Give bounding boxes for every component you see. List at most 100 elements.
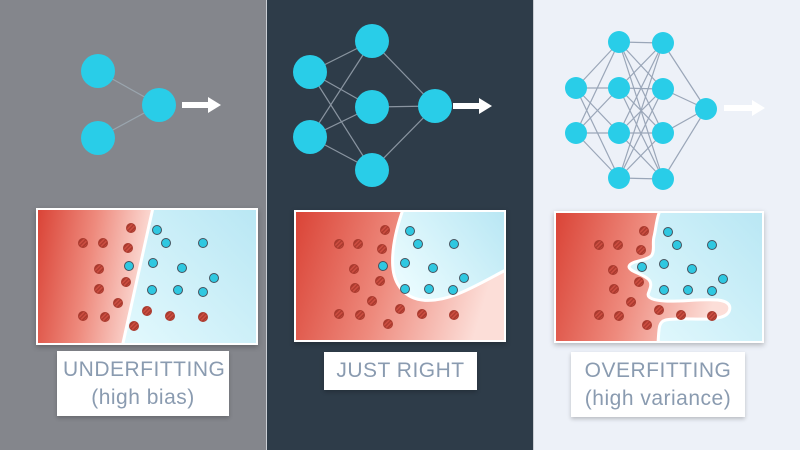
red-data-point: [349, 283, 360, 294]
network-edge: [575, 132, 620, 179]
blue-data-point: [377, 260, 388, 271]
red-data-point: [382, 318, 393, 329]
blue-data-point: [152, 224, 163, 235]
network-edge: [371, 105, 436, 108]
blue-data-point: [636, 261, 647, 272]
network-node: [293, 120, 327, 154]
red-data-point: [334, 238, 345, 249]
network-edge: [309, 136, 373, 171]
network-edge: [309, 71, 373, 108]
scatter-plot-just-right: [294, 210, 506, 342]
caption-box-just-right: JUST RIGHT: [324, 352, 477, 390]
panel-underfitting: UNDERFITTING (high bias): [0, 0, 266, 450]
network-edge: [575, 41, 620, 89]
blue-data-point: [198, 237, 209, 248]
red-data-point: [636, 244, 647, 255]
blue-data-point: [659, 259, 670, 270]
blue-data-point: [428, 263, 439, 274]
blue-data-point: [404, 225, 415, 236]
red-data-point: [93, 263, 104, 274]
red-data-point: [99, 312, 110, 323]
red-data-point: [334, 309, 345, 320]
network-edge: [309, 40, 373, 138]
decision-boundary-line: [123, 210, 152, 343]
blue-data-point: [399, 283, 410, 294]
caption-title: OVERFITTING: [584, 359, 732, 382]
blue-data-point: [658, 284, 669, 295]
red-data-point: [123, 243, 134, 254]
red-data-point: [608, 264, 619, 275]
network-edge: [97, 104, 160, 139]
network-edge: [618, 132, 664, 179]
red-data-point: [641, 319, 652, 330]
network-edge: [618, 88, 664, 134]
network-edge: [662, 42, 707, 110]
network-edge: [618, 177, 664, 180]
red-data-point: [633, 276, 644, 287]
network-edge: [575, 87, 620, 134]
red-data-point: [448, 310, 459, 321]
network-edge: [309, 106, 373, 138]
network-node: [355, 90, 389, 124]
red-data-point: [126, 223, 137, 234]
red-data-point: [112, 297, 123, 308]
network-node: [81, 54, 115, 88]
arrow-head-icon: [752, 100, 765, 116]
network-edge: [618, 88, 664, 179]
blue-data-point: [209, 273, 220, 284]
red-data-point: [129, 321, 140, 332]
red-data-point: [614, 311, 625, 322]
blue-data-point: [687, 264, 698, 275]
network-node: [565, 122, 587, 144]
scatter-plot-overfitting: [554, 211, 764, 343]
panel-just-right: JUST RIGHT: [266, 0, 533, 450]
red-data-point: [653, 305, 664, 316]
blue-data-point: [147, 258, 158, 269]
red-data-point: [353, 238, 364, 249]
network-node: [142, 88, 176, 122]
network-edge: [618, 87, 664, 90]
network-node: [652, 32, 674, 54]
network-edge: [618, 41, 664, 134]
network-edge: [618, 132, 664, 180]
blue-data-point: [707, 239, 718, 250]
red-data-point: [609, 284, 620, 295]
network-node: [608, 77, 630, 99]
red-data-point: [366, 296, 377, 307]
panel-overfitting: OVERFITTING (high variance): [533, 0, 800, 450]
red-data-point: [349, 263, 360, 274]
network-node: [565, 77, 587, 99]
network-node: [608, 167, 630, 189]
red-data-point: [78, 237, 89, 248]
blue-data-point: [706, 286, 717, 297]
network-edge: [371, 105, 436, 171]
blue-data-point: [671, 239, 682, 250]
red-data-point: [354, 310, 365, 321]
red-data-point: [626, 297, 637, 308]
blue-data-point: [459, 272, 470, 283]
red-data-point: [639, 225, 650, 236]
scatter-plot-underfitting: [36, 208, 258, 345]
arrow-head-icon: [208, 97, 221, 113]
network-edge: [618, 41, 664, 180]
network-edge: [618, 41, 664, 44]
caption-subtitle: (high variance): [584, 386, 732, 410]
red-data-point: [120, 276, 131, 287]
network-edge: [662, 88, 707, 110]
red-data-point: [376, 243, 387, 254]
blue-data-point: [412, 238, 423, 249]
red-data-point: [612, 239, 623, 250]
decision-boundary-curved: [296, 212, 504, 340]
blue-data-point: [424, 283, 435, 294]
blue-data-point: [147, 284, 157, 295]
red-data-point: [593, 310, 604, 321]
red-data-point: [141, 305, 152, 316]
network-node: [652, 122, 674, 144]
caption-box-overfitting: OVERFITTING (high variance): [571, 352, 745, 418]
network-edge: [618, 87, 664, 180]
decision-boundary-line: [629, 213, 730, 341]
red-data-point: [374, 275, 385, 286]
blue-data-point: [683, 284, 694, 295]
decision-boundary-wiggly: [556, 213, 762, 341]
